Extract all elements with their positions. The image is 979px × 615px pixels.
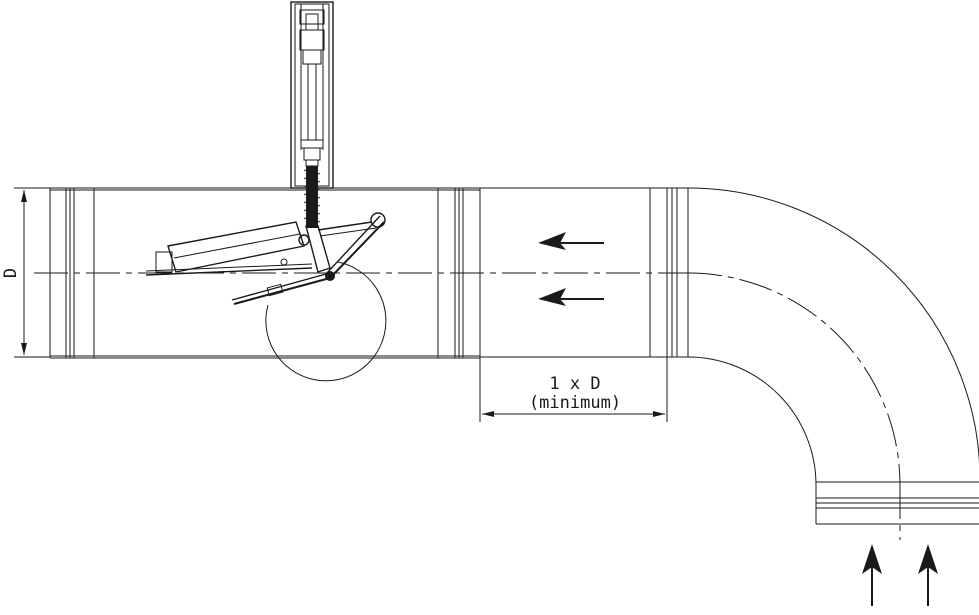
diameter-dimension: D	[1, 187, 50, 358]
distance-note: (minimum)	[529, 393, 621, 413]
arrow-left-icon	[538, 288, 604, 306]
arrow-left-icon	[538, 232, 604, 250]
centerline	[34, 272, 901, 540]
arrow-up-icon	[918, 544, 938, 606]
distance-label: 1 x D	[549, 374, 600, 394]
distance-dimension: 1 x D (minimum)	[479, 357, 668, 422]
arrow-up-icon	[862, 544, 882, 606]
spring	[303, 166, 321, 228]
diameter-label: D	[1, 268, 21, 278]
duct-bend	[687, 187, 979, 525]
damper-mechanism	[145, 212, 387, 382]
actuator-housing	[290, 1, 334, 189]
